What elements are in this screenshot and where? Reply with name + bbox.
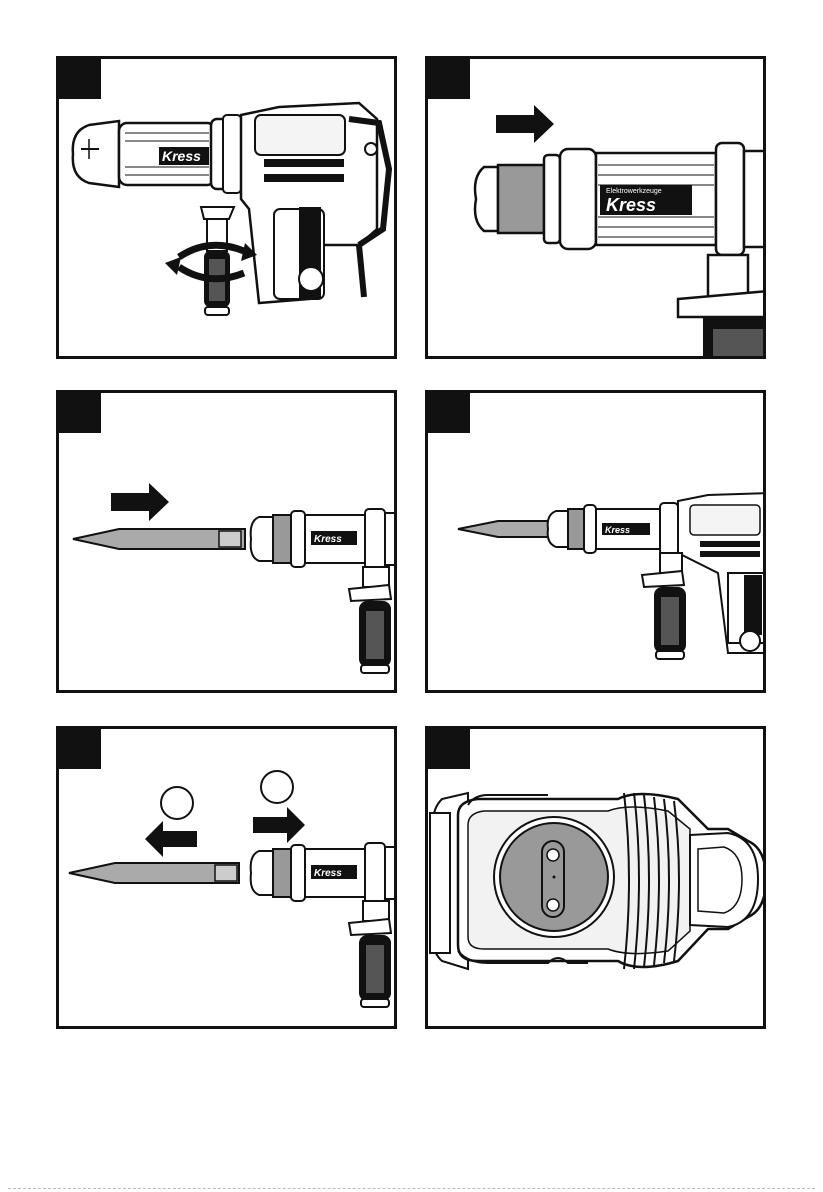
panel-4: Kress: [425, 390, 766, 693]
arrow-right-icon: [287, 807, 305, 843]
step-marker-circle: [161, 787, 193, 819]
chisel-inserted-illustration: Kress: [428, 393, 766, 693]
brand-logo: Kress: [314, 534, 342, 545]
panel-5: Kress: [56, 726, 397, 1029]
top-view-selector-illustration: [428, 729, 766, 1029]
panel-2: Elektrowerkzeuge Kress: [425, 56, 766, 359]
panel-1: Kress: [56, 56, 397, 359]
arrow-right-icon: [149, 483, 169, 521]
page-edge-line: [8, 1188, 815, 1189]
panel-6: [425, 726, 766, 1029]
brand-logo: Kress: [606, 195, 656, 215]
brand-logo: Kress: [314, 868, 342, 879]
brand-logo: Kress: [162, 148, 201, 164]
brand-logo: Kress: [605, 525, 630, 535]
drill-handle-rotate-illustration: Kress: [59, 59, 397, 359]
brand-subtitle: Elektrowerkzeuge: [606, 188, 662, 195]
chisel-insert-illustration: Kress: [59, 393, 397, 693]
chisel-remove-illustration: Kress: [59, 729, 397, 1029]
chuck-pull-illustration: Elektrowerkzeuge Kress: [428, 59, 766, 359]
arrow-right-icon: [534, 105, 554, 143]
arrow-left-icon: [145, 821, 163, 857]
step-marker-circle: [261, 771, 293, 803]
panel-3: Kress: [56, 390, 397, 693]
